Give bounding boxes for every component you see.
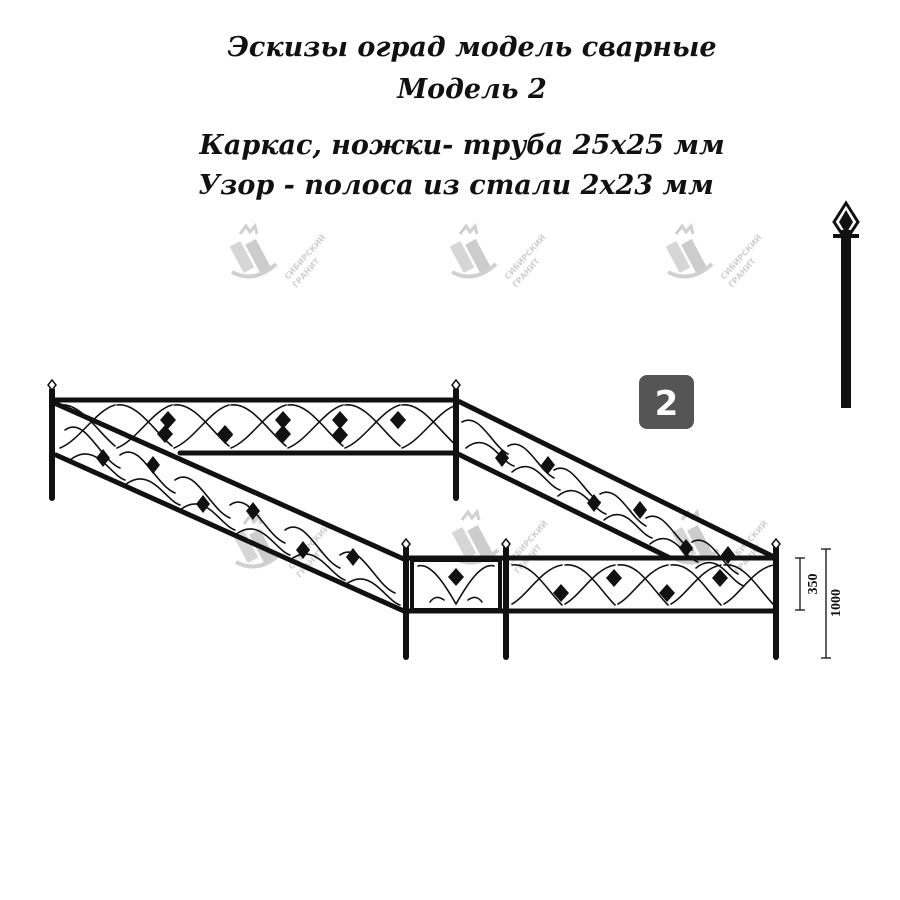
badge-label: 2 — [655, 384, 679, 424]
pattern-diamond — [157, 425, 173, 443]
pattern-diamond — [346, 548, 360, 566]
left-bottom-rail — [53, 452, 409, 615]
post-finial — [401, 537, 411, 551]
post-finial — [771, 537, 781, 551]
granite-candle-logo-icon — [227, 224, 278, 279]
pattern-diamond — [275, 411, 291, 429]
pattern-curl — [723, 564, 775, 605]
pattern-curl — [124, 478, 181, 506]
pattern-diamond — [390, 411, 406, 429]
post-finial-outer — [832, 200, 860, 243]
pattern-curl — [119, 451, 176, 494]
pattern-diamond — [146, 456, 160, 474]
post-finial-inner — [839, 210, 853, 234]
pattern-curl — [59, 404, 116, 449]
frame-spec: Каркас, ножки- труба 25х25 мм — [199, 130, 725, 161]
right-top-rail — [453, 397, 779, 561]
pattern-curl — [467, 596, 483, 603]
pattern-curl — [603, 513, 653, 539]
pattern-curl — [511, 465, 561, 491]
pattern-curl — [64, 426, 121, 469]
pattern-curl — [401, 404, 458, 449]
pattern-diamond — [633, 501, 647, 519]
pattern-diamond — [606, 569, 622, 587]
model-badge: 2 — [639, 375, 694, 429]
pattern-curl — [344, 404, 401, 449]
pattern-curl — [465, 441, 515, 467]
pattern-curl — [116, 404, 173, 447]
pattern-diamond — [196, 495, 210, 513]
post-finial — [451, 378, 461, 392]
pattern-diamond — [96, 449, 110, 467]
pattern-curl — [287, 404, 344, 447]
pattern-curl — [173, 404, 230, 449]
pattern-curl — [284, 526, 341, 569]
pattern-curl — [339, 551, 396, 594]
pattern-curl — [229, 501, 286, 544]
post-finial — [47, 378, 57, 392]
pattern-diamond — [659, 584, 675, 602]
pattern-diamond — [448, 568, 464, 586]
pattern-curl — [344, 404, 401, 447]
pattern-curl — [174, 476, 231, 519]
pattern-curl — [670, 564, 722, 605]
granite-candle-logo-icon — [663, 224, 714, 279]
pattern-diamond — [332, 411, 348, 429]
dimension-markers — [795, 548, 831, 659]
pattern-spec: Узор - полоса из стали 2х23 мм — [198, 170, 714, 201]
pattern-diamond — [160, 411, 176, 429]
pattern-curl — [234, 528, 291, 556]
fence-model — [47, 378, 781, 660]
pattern-curl — [69, 453, 126, 481]
pattern-curl — [557, 489, 607, 515]
model-title: Модель 2 — [397, 74, 547, 105]
pattern-curl — [401, 404, 458, 447]
pattern-curl — [289, 553, 346, 581]
post-finial — [501, 537, 511, 551]
granite-candle-logo-icon — [449, 510, 500, 565]
left-top-rail — [49, 399, 409, 563]
pattern-curl — [179, 503, 236, 531]
pattern-diamond — [553, 584, 569, 602]
pattern-curl — [553, 467, 601, 503]
pattern-diamond — [712, 569, 728, 587]
pattern-curl — [230, 404, 287, 447]
pattern-curl — [695, 561, 745, 587]
pattern-curl — [429, 596, 445, 603]
pattern-curl — [691, 539, 739, 575]
pattern-curl — [344, 578, 401, 606]
pattern-curl — [287, 404, 344, 449]
page-title: Эскизы оград модель сварные — [227, 32, 717, 63]
pattern-curl — [511, 564, 563, 605]
badge-background — [639, 375, 694, 429]
gate-frame — [410, 558, 502, 612]
fence-post-detail — [832, 200, 860, 408]
pattern-curl — [599, 491, 647, 527]
pattern-diamond — [332, 426, 348, 444]
dim-label-350: 350 — [806, 574, 821, 595]
pattern-curl — [173, 404, 230, 447]
pattern-curl — [645, 515, 693, 551]
pattern-curl — [230, 404, 287, 449]
pattern-curl — [455, 565, 495, 605]
right-bottom-rail — [453, 450, 673, 561]
granite-candle-logo-icon — [447, 224, 498, 279]
pattern-curl — [564, 564, 616, 605]
dim-label-1000: 1000 — [829, 589, 844, 617]
pattern-curl — [617, 564, 669, 605]
pattern-curl — [116, 404, 173, 449]
pattern-curl — [507, 443, 555, 479]
pattern-curl — [461, 419, 509, 455]
pattern-diamond — [679, 539, 693, 557]
pattern-diamond — [541, 456, 555, 474]
pattern-curl — [417, 565, 457, 605]
